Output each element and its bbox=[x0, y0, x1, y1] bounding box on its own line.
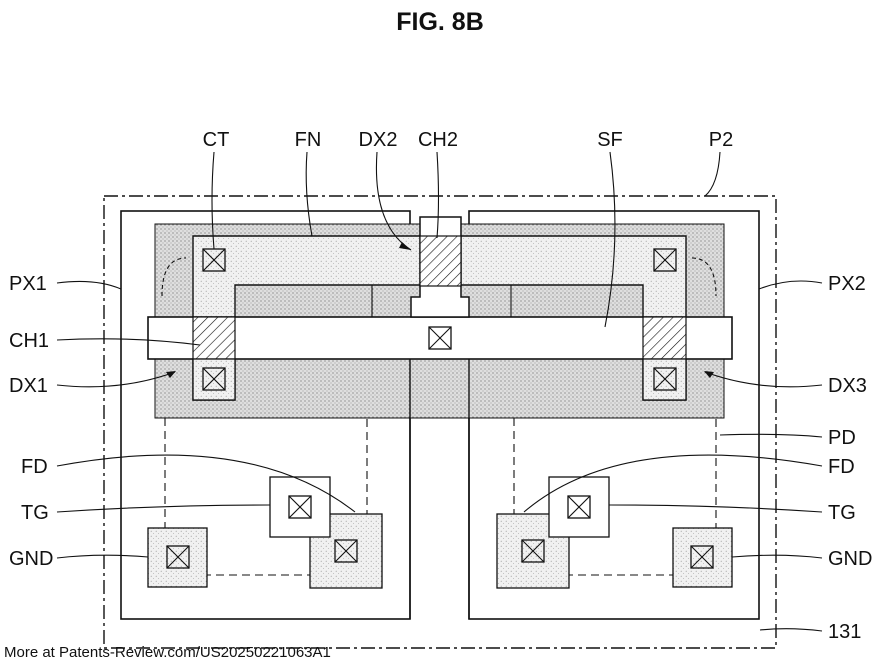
label-ch1: CH1 bbox=[9, 330, 49, 352]
gnd-left-contact bbox=[147, 527, 208, 588]
tg-left-contact bbox=[269, 476, 331, 538]
label-fn: FN bbox=[295, 129, 322, 151]
label-px2: PX2 bbox=[828, 273, 866, 295]
contact-ct-center bbox=[428, 326, 452, 350]
contact-ct-top-right bbox=[653, 248, 677, 272]
label-gnd-right: GND bbox=[828, 548, 872, 570]
label-131: 131 bbox=[828, 621, 861, 643]
label-dx3: DX3 bbox=[828, 375, 867, 397]
gnd-right-contact bbox=[672, 527, 733, 588]
label-tg-left: TG bbox=[21, 502, 49, 524]
label-pd: PD bbox=[828, 427, 856, 449]
footer-watermark: More at Patents-Review.com/US20250221063… bbox=[4, 644, 331, 661]
label-px1: PX1 bbox=[9, 273, 47, 295]
label-ct: CT bbox=[203, 129, 230, 151]
label-dx1: DX1 bbox=[9, 375, 48, 397]
ch-right-channel bbox=[642, 316, 687, 360]
leader-lines bbox=[56, 151, 823, 632]
label-p2: P2 bbox=[709, 129, 733, 151]
tg-right-contact bbox=[548, 476, 610, 538]
dx3-contact bbox=[642, 358, 687, 401]
label-fd-right: FD bbox=[828, 456, 855, 478]
figure-title: FIG. 8B bbox=[396, 8, 484, 36]
label-fd-left: FD bbox=[21, 456, 48, 478]
ch1-channel bbox=[192, 316, 236, 360]
label-ch2: CH2 bbox=[418, 129, 458, 151]
ch2-channel bbox=[419, 235, 462, 287]
label-dx2: DX2 bbox=[359, 129, 398, 151]
p2-boundary bbox=[103, 195, 777, 649]
label-sf: SF bbox=[597, 129, 623, 151]
label-tg-right: TG bbox=[828, 502, 856, 524]
label-gnd-left: GND bbox=[9, 548, 53, 570]
dx1-contact bbox=[192, 358, 236, 401]
